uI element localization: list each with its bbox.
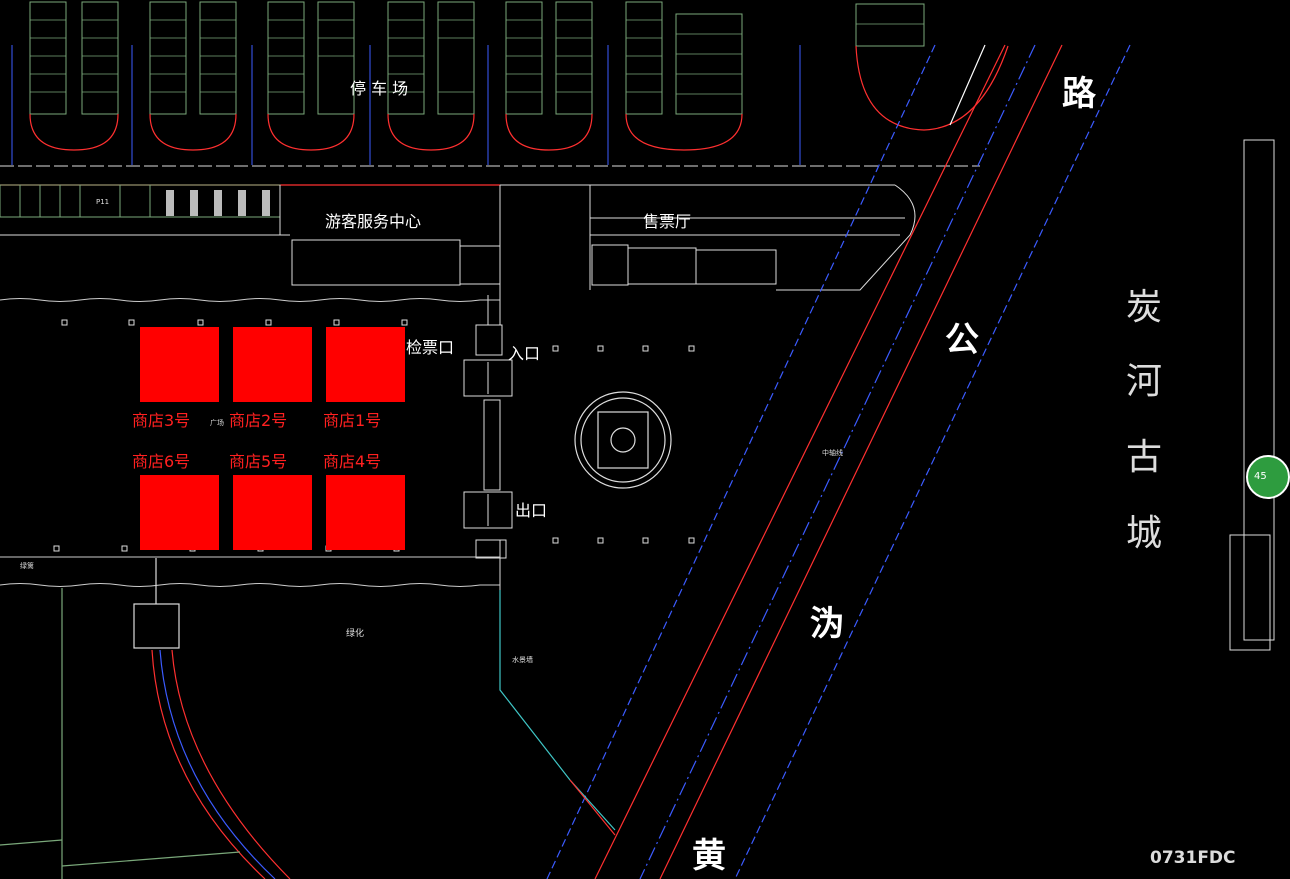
- building-outlines: [0, 184, 916, 590]
- parking-stall-lines: [30, 19, 924, 95]
- ticket-check-label: 检票口: [406, 338, 455, 357]
- entrance-label: 入口: [508, 344, 541, 363]
- shop-block-3: [140, 327, 219, 402]
- parking-label: 停 车 场: [350, 79, 409, 98]
- median-label: 中轴线: [822, 449, 843, 457]
- central-fountain: [574, 391, 672, 489]
- parking-curbs: [0, 45, 1009, 186]
- ancient-city-char-4: 城: [1126, 513, 1163, 554]
- green-strip-label: 绿篱: [20, 562, 34, 570]
- shop-label-1: 商店1号: [323, 411, 382, 430]
- boundary-wall: [0, 298, 500, 587]
- shop-block-4: [326, 475, 405, 550]
- road-char-wei: 沩: [810, 604, 844, 644]
- road-char-huang: 黄: [692, 836, 726, 876]
- road-char-lu: 路: [1062, 74, 1096, 114]
- shop-label-4: 商店4号: [323, 452, 382, 471]
- right-building: [1229, 139, 1275, 651]
- shop-label-5: 商店5号: [229, 452, 288, 471]
- greening-label: 绿化: [346, 629, 365, 639]
- shop-block-2: [233, 327, 312, 402]
- shop-block-6: [140, 475, 219, 550]
- plaza-label: 广场: [210, 419, 224, 427]
- curved-lane: [0, 558, 291, 879]
- parking-stalls: [29, 1, 925, 115]
- exit-label: 出口: [515, 501, 548, 520]
- water-wall-label: 水景墙: [512, 656, 533, 664]
- shop-label-6: 商店6号: [132, 452, 191, 471]
- parking-divider-lines: [11, 45, 801, 165]
- watermark: 0731FDC: [1150, 848, 1236, 868]
- ancient-city-char-1: 炭: [1126, 287, 1163, 328]
- highway: [499, 44, 1131, 879]
- ancient-city-char-3: 古: [1126, 437, 1163, 478]
- floating-badge[interactable]: 45: [1246, 455, 1290, 499]
- gate-structure: [463, 324, 513, 559]
- shop-block-5: [233, 475, 312, 550]
- parking-space-code: P11: [96, 198, 110, 206]
- ancient-city-char-2: 河: [1126, 361, 1163, 402]
- ticket-hall-label: 售票厅: [643, 212, 692, 231]
- shop-blocks: [140, 327, 405, 550]
- parking-hatch: [166, 190, 270, 216]
- road-char-gong: 公: [945, 320, 979, 360]
- shop-label-3: 商店3号: [132, 411, 191, 430]
- visitor-center-label: 游客服务中心: [325, 212, 422, 231]
- shop-block-1: [326, 327, 405, 402]
- shop-label-2: 商店2号: [229, 411, 288, 430]
